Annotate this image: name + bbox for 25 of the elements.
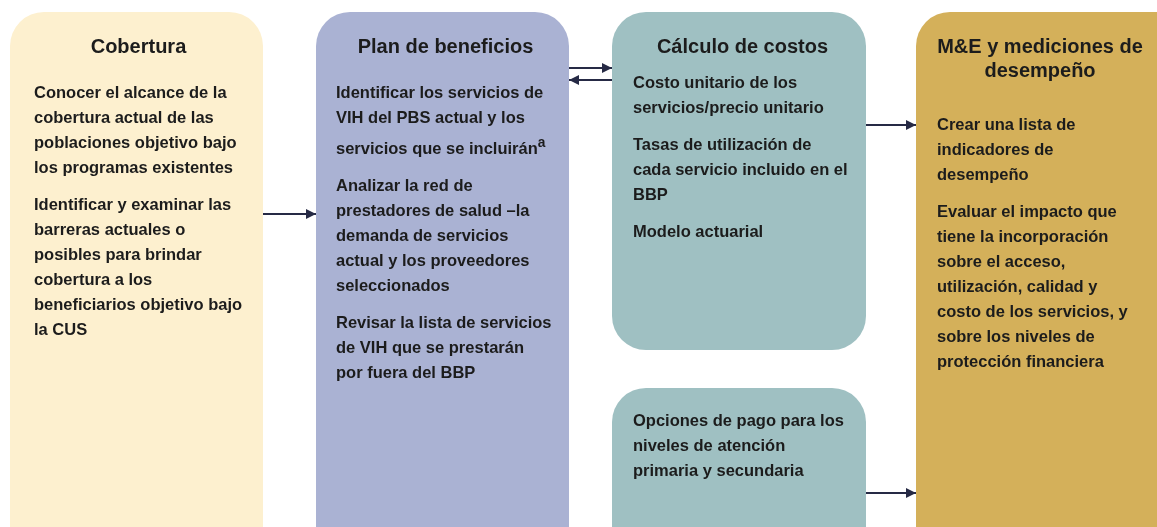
- process-box: [316, 12, 569, 527]
- process-box: [916, 12, 1157, 527]
- box-heading: Plan de beneficios: [356, 34, 535, 58]
- box-text: Modelo actuarial: [633, 221, 765, 242]
- box-heading: Cálculo de costos: [655, 34, 830, 58]
- box-text: Costo unitario de los servicios/precio unitario: [633, 72, 825, 118]
- box-text: Revisar la lista de servicios de VIH que se prestarán por fuera del BBP: [336, 311, 553, 383]
- arrow: [865, 488, 917, 498]
- box-text: Opciones de pago para los niveles de atención primaria y secundaria: [633, 410, 845, 481]
- box-heading: Cobertura: [89, 34, 188, 58]
- box-text: Tasas de utilización de cada servicio incluido en el BBP: [633, 134, 849, 205]
- process-box: [612, 12, 866, 350]
- process-box: [10, 12, 263, 527]
- box-text: Crear una lista de indicadores de desempeño: [937, 114, 1077, 185]
- box-text: Identificar los servicios de VIH del PBS actual y los servicios que se incluirán$^{a}$: [336, 82, 547, 159]
- box-text: Analizar la red de prestadores de salud –la demanda de servicios actual y los proveedores seleccionados: [336, 174, 531, 296]
- arrow: [262, 209, 317, 219]
- arrow: [865, 120, 917, 130]
- box-text: Identificar y examinar las barreras actuales o posibles para brindar cobertura a los beneficiarios objetivo bajo la CUS: [34, 194, 243, 340]
- box-text: Conocer el alcance de la cobertura actual de las poblaciones objetivo bajo los programas existentes: [34, 82, 238, 178]
- box-text: Evaluar el impacto que tiene la incorporación sobre el acceso, utilización, calidad y costo de los servicios, y sobre los niveles de protección financiera: [937, 201, 1129, 372]
- arrow: [568, 75, 613, 85]
- process-box: [612, 388, 866, 527]
- box-heading: M&E y mediciones de desempeño: [937, 34, 1143, 82]
- arrow: [568, 63, 613, 73]
